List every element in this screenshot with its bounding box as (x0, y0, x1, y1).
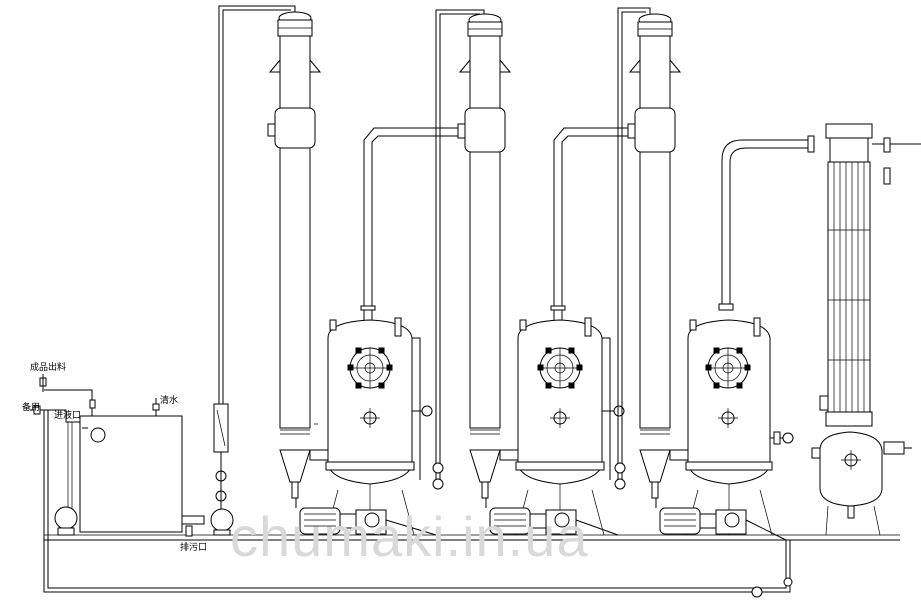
effect-3-pressure-gauge-icon (770, 431, 794, 445)
watermark: chumaki.in.ua (230, 505, 589, 568)
label-feed-inlet: 进液口 (54, 409, 81, 421)
label-standby: 备用 (22, 401, 40, 413)
effect-3-sight-glass-icon (705, 347, 751, 389)
effect-2-pump-icon (485, 498, 577, 535)
effect-1-sight-glass-icon (347, 347, 393, 389)
clean-water-valve-icon (152, 398, 160, 416)
effect-1-pump-icon (295, 498, 387, 535)
effect-1-vessel (325, 317, 415, 536)
effect-1-column (267, 11, 329, 499)
effect-2-sight-glass-icon (537, 347, 583, 389)
effect-2-column (457, 13, 519, 499)
effect-1-manhole-icon (360, 408, 380, 428)
effect-1 (267, 11, 466, 536)
effect-2-feed-valve-icon (432, 462, 444, 490)
effect-3 (614, 7, 815, 541)
return-pipe (43, 410, 793, 598)
condenser (811, 123, 921, 536)
effect-3-pump-icon (655, 498, 747, 535)
feed-tank-group (30, 5, 296, 537)
product-valve-mid-icon (89, 399, 96, 409)
receiver-manhole-icon (841, 450, 861, 470)
effect-3-manhole-icon (718, 408, 738, 428)
flowmeter-icon (213, 403, 229, 509)
effect-2-pressure-gauge-icon (602, 405, 625, 417)
label-clean-water: 清水 (160, 394, 178, 406)
effect-3-column (627, 13, 689, 499)
product-outlet-valve-icon (39, 374, 47, 392)
labels: 成品出料 备用 进液口 清水 排污口 (22, 361, 207, 553)
condenser-tubes (828, 162, 870, 412)
tank-level-gauge-icon (82, 427, 106, 443)
effect-3-feed-valve-icon (614, 462, 626, 490)
left-pump-icon (54, 506, 78, 536)
standby-valve-icon (33, 405, 41, 415)
feed-pump-icon (181, 508, 234, 537)
effect-2-manhole-icon (550, 408, 570, 428)
effect-2 (432, 9, 634, 536)
label-product-outlet: 成品出料 (30, 361, 66, 373)
effect-1-pressure-gauge-icon (412, 405, 433, 417)
return-valve-icon (751, 577, 793, 598)
label-sewage-outlet: 排污口 (180, 541, 207, 553)
